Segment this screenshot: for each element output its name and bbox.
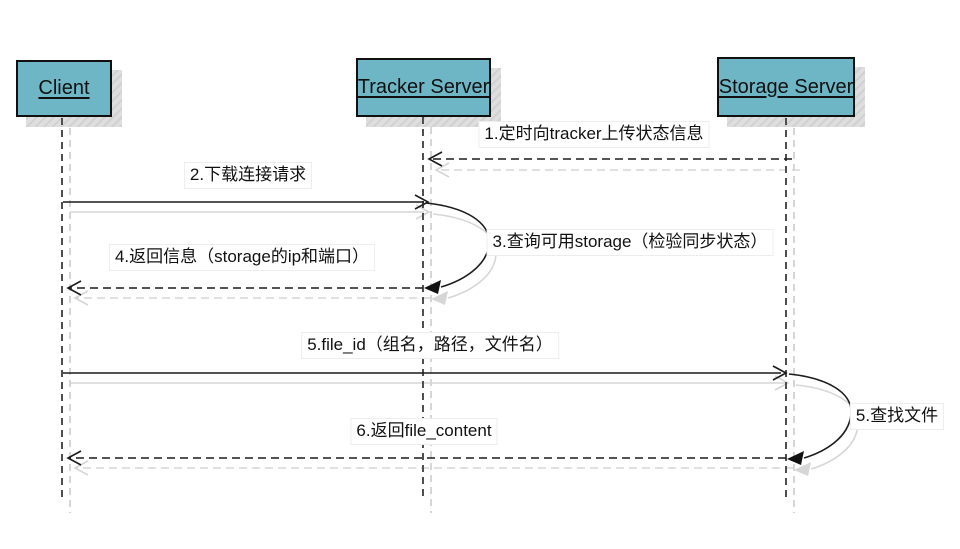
message-3-self-loop xyxy=(425,202,490,288)
message-5b-self-loop-shadow xyxy=(795,384,859,470)
main-line-layer xyxy=(61,117,852,500)
message-4-arrowhead xyxy=(66,280,82,296)
message-2-arrowhead xyxy=(414,194,430,210)
message-5b-self-loop xyxy=(788,373,852,459)
message-3-label: 3.查询可用storage（检验同步状态） xyxy=(486,229,774,256)
message-5-arrowhead xyxy=(772,365,788,381)
actor-label-storage-server: Storage Server xyxy=(718,75,854,98)
message-3-arrowhead xyxy=(424,280,441,294)
message-3-self-loop-shadow xyxy=(432,213,497,299)
message-1-label: 1.定时向tracker上传状态信息 xyxy=(478,121,710,148)
actor-box-tracker-server: Tracker Server xyxy=(356,58,491,117)
message-2-arrowhead-shadow xyxy=(415,204,431,220)
message-1-arrowhead xyxy=(427,151,443,167)
message-4-arrowhead-shadow xyxy=(73,290,89,306)
message-6-arrowhead-shadow xyxy=(73,460,89,476)
message-4-label: 4.返回信息（storage的ip和端口） xyxy=(108,244,376,271)
message-5b-label: 5.查找文件 xyxy=(849,403,945,430)
actor-box-storage-server: Storage Server xyxy=(717,57,855,117)
actor-label-client: Client xyxy=(38,77,90,99)
message-6-label: 6.返回file_content xyxy=(350,418,498,445)
message-3-arrowhead-shadow xyxy=(431,291,448,305)
message-5-label: 5.file_id（组名，路径，文件名） xyxy=(301,332,559,359)
message-5b-arrowhead xyxy=(787,451,804,465)
message-5b-arrowhead-shadow xyxy=(794,462,811,476)
message-6-arrowhead xyxy=(66,450,82,466)
actor-label-tracker-server: Tracker Server xyxy=(357,76,490,98)
message-1-arrowhead-shadow xyxy=(434,162,450,178)
shadow-layer xyxy=(69,127,859,513)
message-2-label: 2.下载连接请求 xyxy=(183,162,313,189)
actor-box-client: Client xyxy=(16,60,112,117)
message-5-arrowhead-shadow xyxy=(774,375,790,391)
